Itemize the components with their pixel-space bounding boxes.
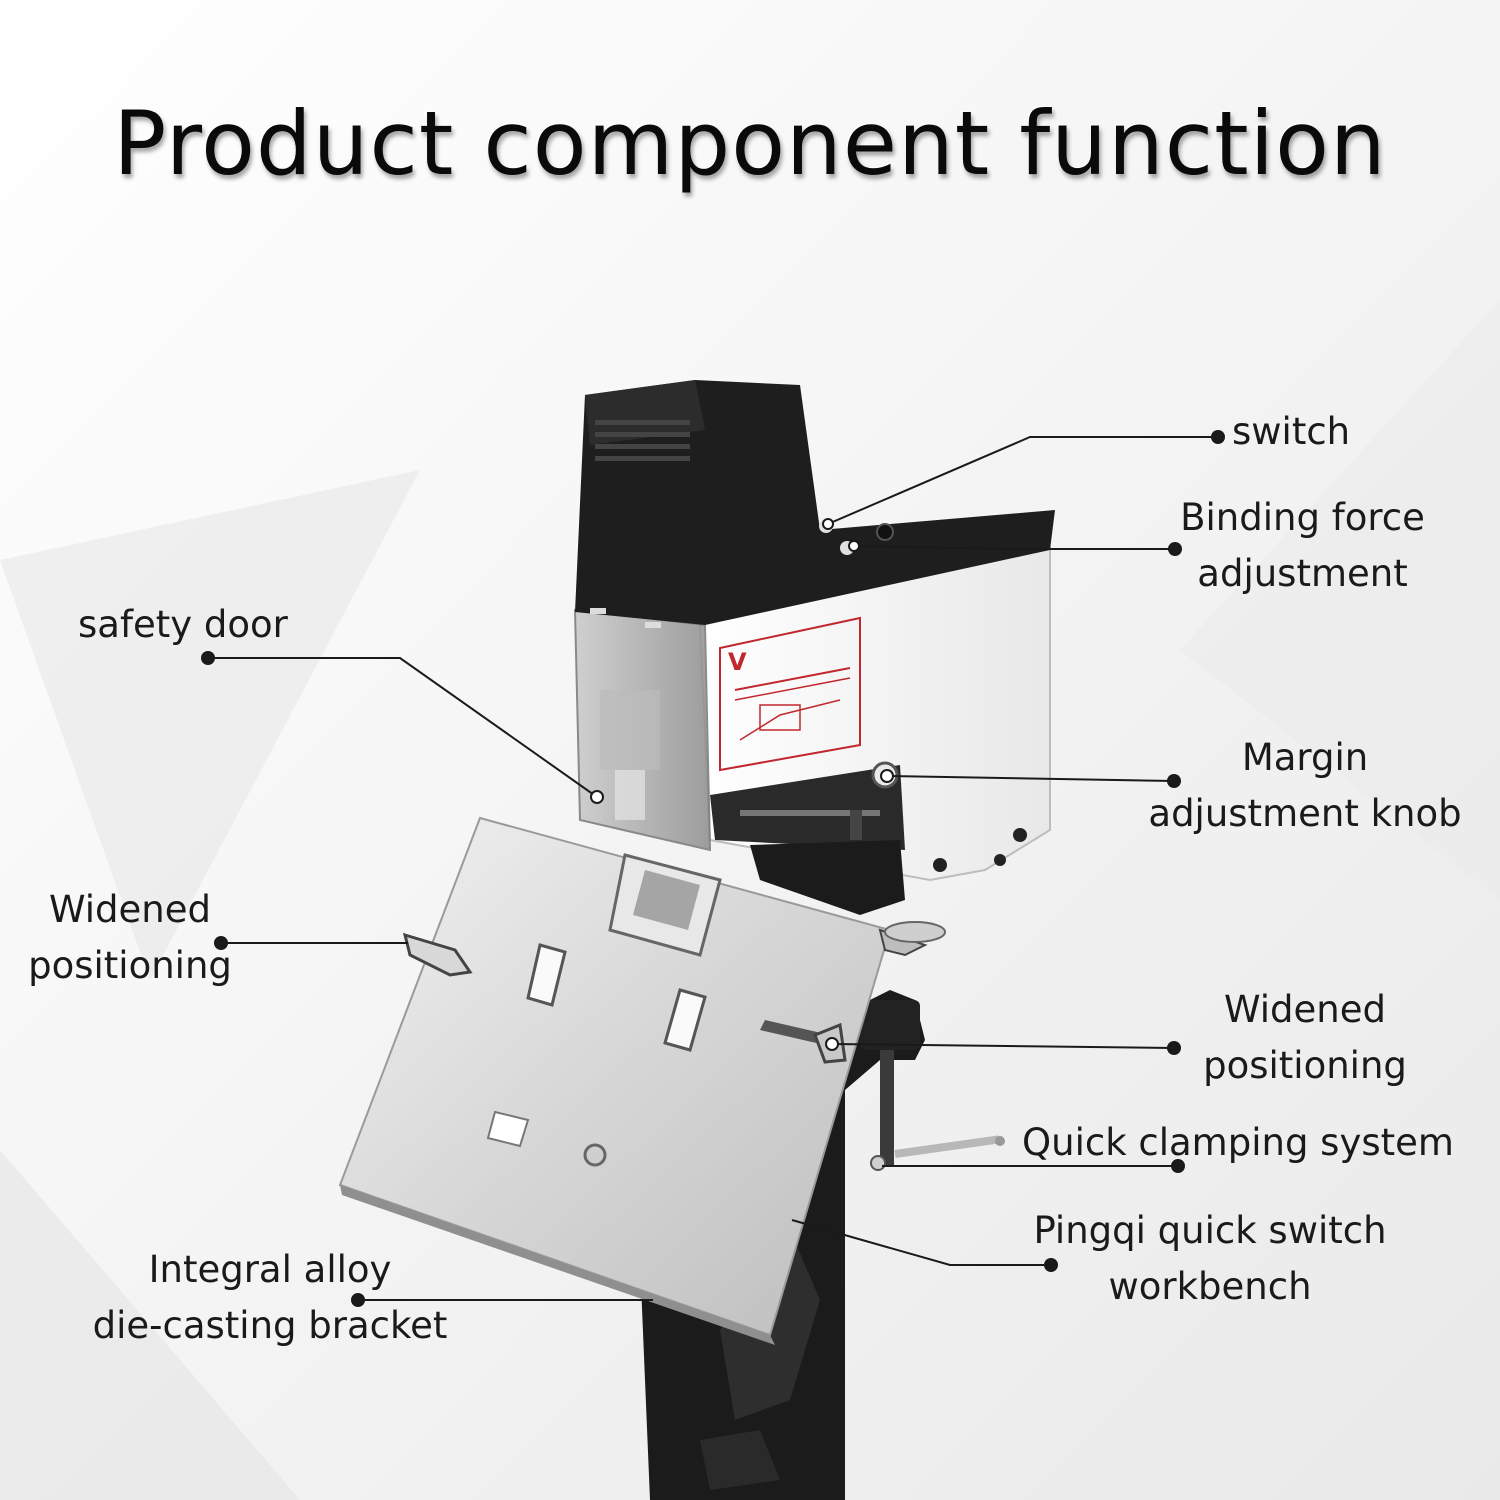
leader-lines xyxy=(208,436,1218,1301)
label-binding-force-line2: adjustment xyxy=(1197,552,1408,595)
label-pingqi-line1: Pingqi quick switch xyxy=(1033,1209,1387,1252)
label-quick-clamping: Quick clamping system xyxy=(1022,1121,1454,1164)
label-widened-left-line1: Widened xyxy=(48,888,211,931)
label-pingqi-workbench: Pingqi quick switch workbench xyxy=(1010,1203,1410,1315)
label-widened-left-line2: positioning xyxy=(28,944,232,987)
safety-door xyxy=(573,608,712,852)
label-binding-force-line1: Binding force xyxy=(1180,496,1425,539)
clamp-screw xyxy=(860,1000,1005,1171)
label-safety-door: safety door xyxy=(78,603,288,646)
label-switch: switch xyxy=(1232,410,1351,453)
label-bracket-line1: Integral alloy xyxy=(148,1248,392,1291)
label-widened-right-line2: positioning xyxy=(1203,1044,1407,1087)
label-margin-knob-line2: adjustment knob xyxy=(1148,792,1462,835)
workbench-plate xyxy=(338,816,892,1345)
label-bracket: Integral alloy die-casting bracket xyxy=(70,1242,470,1354)
label-widened-positioning-right: Widened positioning xyxy=(1185,982,1425,1094)
positioning-guide-left xyxy=(402,932,473,977)
page-title: Product component function xyxy=(113,92,1387,195)
margin-knob-assembly xyxy=(710,761,905,915)
leader-dots xyxy=(201,430,1225,1307)
svg-text:V: V xyxy=(728,648,747,676)
label-pingqi-line2: workbench xyxy=(1108,1265,1312,1308)
label-margin-knob: Margin adjustment knob xyxy=(1120,730,1490,842)
label-binding-force: Binding force adjustment xyxy=(1150,490,1455,602)
label-margin-knob-line1: Margin xyxy=(1241,736,1369,779)
label-widened-right-line1: Widened xyxy=(1223,988,1386,1031)
label-bracket-line2: die-casting bracket xyxy=(92,1304,448,1347)
motor-cover xyxy=(575,380,1055,628)
label-widened-positioning-left: Widened positioning xyxy=(10,882,250,994)
